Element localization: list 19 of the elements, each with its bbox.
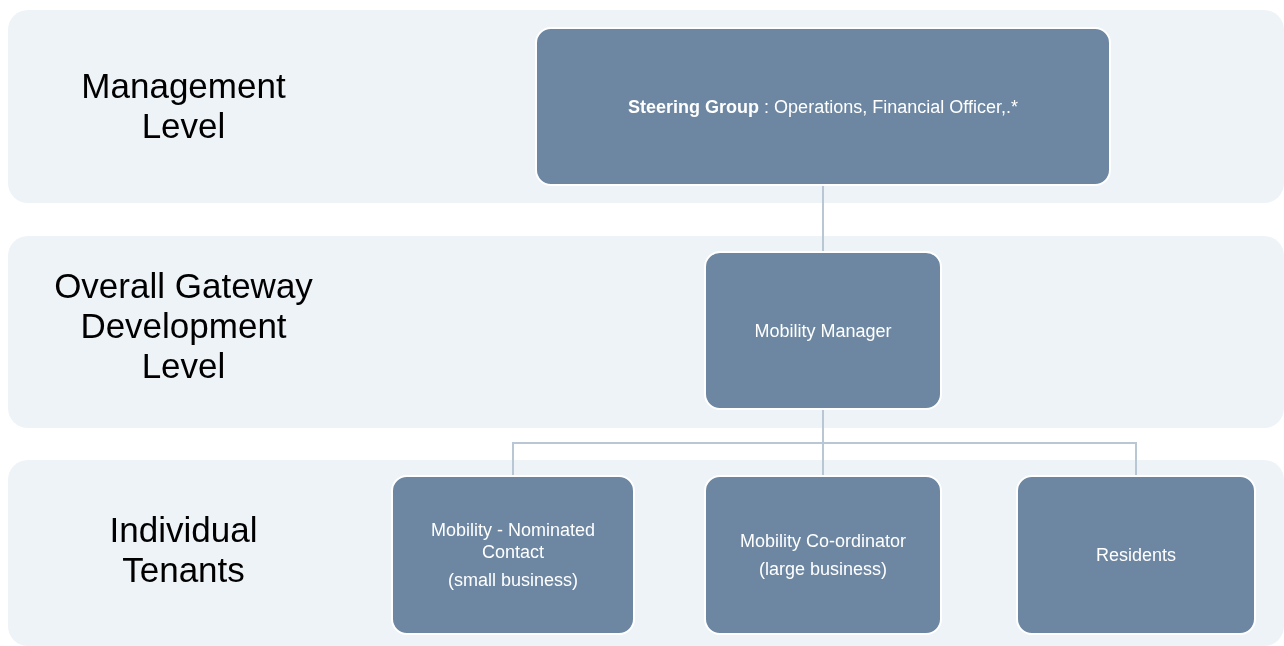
- level-band: [8, 10, 1284, 203]
- role-box: [535, 27, 1111, 186]
- role-box: [1016, 475, 1256, 635]
- level-label: Individual Tenants: [108, 510, 259, 590]
- role-box: [704, 251, 942, 410]
- level-band: [8, 236, 1284, 428]
- role-title: Steering Group : Operations, Financial Officer,.*: [628, 95, 1018, 118]
- level-label: Management Level: [80, 66, 287, 146]
- level-band: [8, 460, 1284, 646]
- role-box: [704, 475, 942, 635]
- role-note: (small business): [447, 569, 578, 591]
- role-title: Mobility - Nominated Contact: [429, 519, 597, 563]
- role-title: Mobility Co-ordinator: [739, 530, 907, 552]
- role-title: Residents: [1095, 544, 1176, 566]
- role-note: (large business): [758, 558, 888, 580]
- role-title: Mobility Manager: [754, 319, 892, 342]
- level-label: Overall Gateway Development Level: [53, 266, 314, 386]
- role-box: [391, 475, 635, 635]
- connector-line: [822, 185, 824, 252]
